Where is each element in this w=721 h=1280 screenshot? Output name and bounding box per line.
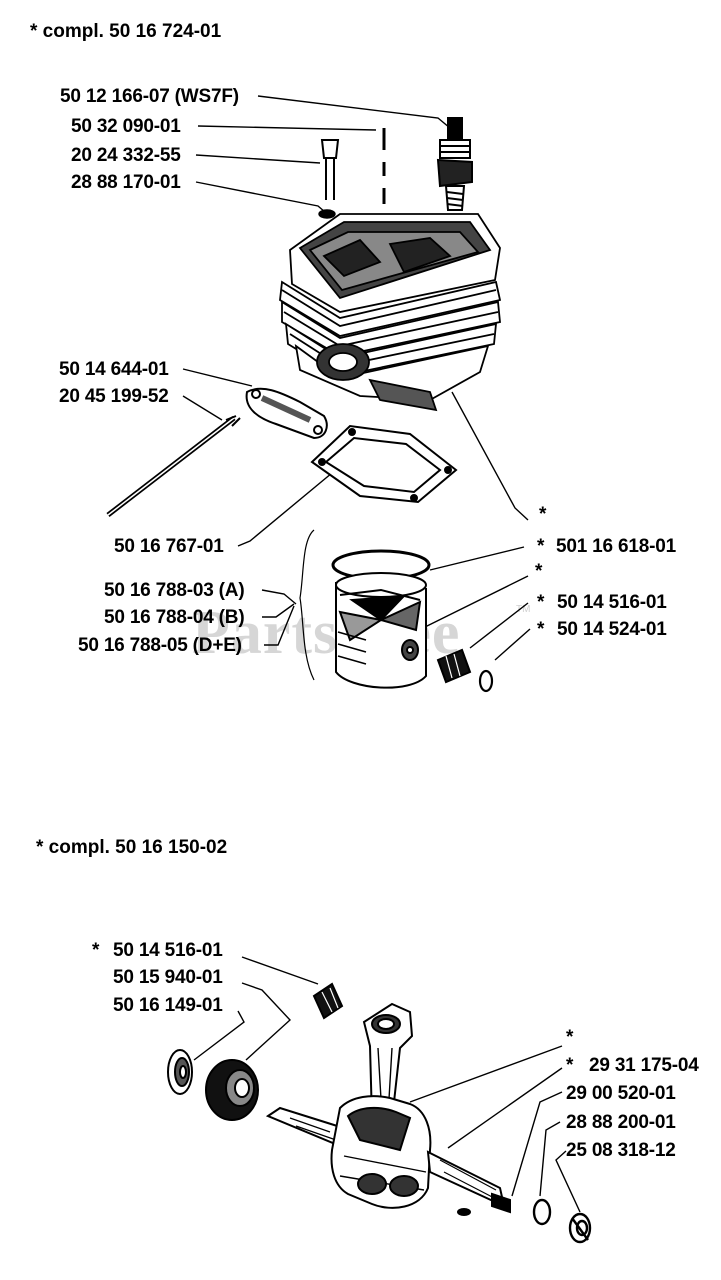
label-piston-a: 50 16 788-03 (A) — [104, 580, 245, 601]
label-washer-top: 28 88 170-01 — [71, 172, 181, 193]
ball-bearing — [205, 1059, 259, 1121]
label-screw: 20 24 332-55 — [71, 145, 181, 166]
spark-plug — [436, 117, 473, 211]
star-circlip: * — [537, 619, 545, 640]
label-piston-b: 50 16 788-04 (B) — [104, 607, 245, 628]
top-assembly-header: * compl. 50 16 724-01 — [30, 21, 222, 42]
label-nut: 25 08 318-12 — [566, 1140, 676, 1161]
label-seal: 50 16 149-01 — [113, 995, 223, 1016]
label-ring: 501 16 618-01 — [556, 536, 676, 557]
label-muffler-gasket: 50 14 644-01 — [59, 359, 169, 380]
nut-bottom — [568, 1212, 592, 1244]
screw — [320, 139, 340, 200]
leader-rod — [182, 395, 223, 421]
leader-stud — [197, 125, 377, 131]
label-cylinder-star: * — [539, 504, 547, 525]
label-washer-bottom: 28 88 200-01 — [566, 1112, 676, 1133]
leader-muffler-gasket — [182, 368, 253, 387]
leader-bearing — [469, 602, 529, 649]
cylinder-base-gasket — [310, 424, 458, 504]
leader-key — [511, 1091, 563, 1197]
connecting-rod — [362, 1002, 414, 1121]
label-bearing-top: 50 14 516-01 — [557, 592, 667, 613]
washer-bottom — [532, 1198, 552, 1226]
label-ball-bearing: 50 15 940-01 — [113, 967, 223, 988]
star-crankshaft: * — [566, 1055, 574, 1076]
leader-ball-bearing — [241, 982, 291, 1061]
leader-cylinder-gasket — [237, 467, 339, 547]
oil-seal — [167, 1049, 193, 1095]
leader-nut — [555, 1150, 581, 1213]
crankshaft — [265, 1095, 511, 1216]
label-piston-de: 50 16 788-05 (D+E) — [78, 635, 242, 656]
piston-tick-de — [264, 605, 295, 646]
watermark-trademark: TM — [516, 604, 531, 615]
leader-needle-bearing — [241, 956, 319, 985]
label-stud: 50 32 090-01 — [71, 116, 181, 137]
label-spark-plug: 50 12 166-07 (WS7F) — [60, 86, 239, 107]
leader-seal — [193, 1010, 245, 1061]
star-needle-bearing: * — [92, 940, 100, 961]
leader-cylinder — [451, 391, 529, 521]
cylinder — [279, 213, 502, 412]
leader-pin — [424, 575, 529, 628]
label-cylinder-gasket: 50 16 767-01 — [114, 536, 224, 557]
leader-circlip — [494, 628, 531, 661]
muffler-gasket — [245, 387, 328, 440]
rod — [106, 415, 241, 517]
piston-tick-b — [262, 603, 295, 618]
piston-brace — [299, 529, 315, 681]
circlip-top — [478, 669, 494, 693]
star-ring: * — [537, 536, 545, 557]
needle-bearing-bottom — [312, 982, 344, 1020]
leader-screw — [195, 154, 321, 164]
needle-bearing-top — [436, 648, 472, 684]
piston-tick-a — [261, 589, 297, 605]
piston — [335, 572, 427, 689]
label-crank-star: * — [566, 1027, 574, 1048]
label-key: 29 00 520-01 — [566, 1083, 676, 1104]
label-rod: 20 45 199-52 — [59, 386, 169, 407]
label-crankshaft: 29 31 175-04 — [589, 1055, 699, 1076]
washer-top — [318, 209, 336, 219]
leader-washer-bottom — [539, 1121, 561, 1197]
label-needle-bearing: 50 14 516-01 — [113, 940, 223, 961]
leader-ring — [429, 546, 525, 571]
label-pin-star: * — [535, 561, 543, 582]
bottom-assembly-header: * compl. 50 16 150-02 — [36, 837, 228, 858]
label-circlip: 50 14 524-01 — [557, 619, 667, 640]
leader-crank-star — [409, 1045, 563, 1103]
leader-washer — [195, 181, 326, 213]
leader-spark-plug — [257, 95, 451, 129]
leader-crankshaft — [447, 1067, 563, 1149]
star-bearing-top: * — [537, 592, 545, 613]
